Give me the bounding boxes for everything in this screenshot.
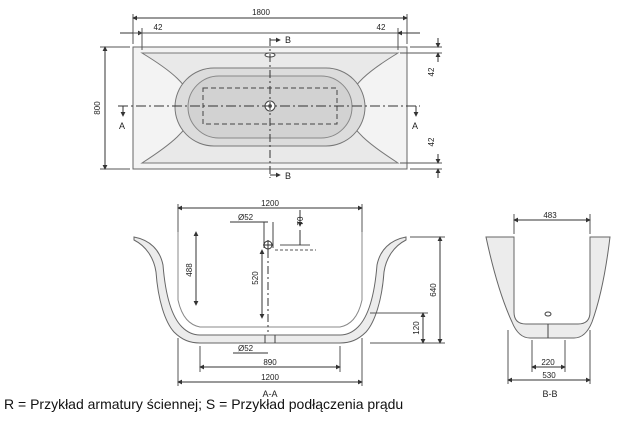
section-a-left-label: A bbox=[119, 121, 125, 131]
section-b-title: B-B bbox=[542, 389, 557, 399]
section-b-labels: 483 220 530 B-B bbox=[541, 211, 557, 399]
section-a-right-label: A bbox=[412, 121, 418, 131]
dim-800-label: 800 bbox=[93, 101, 102, 115]
drain-diameter-top-label: Ø52 bbox=[238, 213, 254, 222]
dim-1200-top-label: 1200 bbox=[261, 199, 279, 208]
section-b-top-label: B bbox=[285, 35, 291, 45]
dim-520-label: 520 bbox=[251, 271, 260, 285]
section-a-title: A-A bbox=[262, 389, 277, 399]
drain-diameter-bottom-label: Ø52 bbox=[238, 344, 254, 353]
dim-1800-label: 1800 bbox=[252, 8, 270, 17]
dim-890-label: 890 bbox=[263, 358, 277, 367]
dim-120-label: 120 bbox=[412, 321, 421, 335]
section-b-view bbox=[485, 214, 611, 384]
top-view-labels: 1800 42 42 800 42 42 B B A A bbox=[93, 8, 436, 181]
tub-section-b-shape bbox=[485, 236, 611, 339]
dim-640-label: 640 bbox=[429, 283, 438, 297]
dim-530-label: 530 bbox=[542, 371, 556, 380]
dim-42-top-side-label: 42 bbox=[427, 67, 436, 76]
legend-caption: R = Przykład armatury ściennej; S = Przy… bbox=[4, 396, 404, 412]
dim-483-label: 483 bbox=[543, 211, 557, 220]
section-a-view bbox=[133, 204, 445, 386]
dim-42-bottom-side-label: 42 bbox=[427, 137, 436, 146]
top-view bbox=[100, 14, 442, 178]
dim-42-right-label: 42 bbox=[377, 23, 386, 32]
section-a-labels: 1200 Ø52 70 488 520 640 120 Ø52 890 1200… bbox=[185, 199, 438, 399]
dim-70-label: 70 bbox=[296, 216, 305, 225]
dim-1200-bottom-label: 1200 bbox=[261, 373, 279, 382]
tub-section-a-shape bbox=[133, 236, 407, 344]
dim-220-label: 220 bbox=[541, 358, 555, 367]
dim-42-left-label: 42 bbox=[154, 23, 163, 32]
section-b-bottom-label: B bbox=[285, 171, 291, 181]
dim-488-label: 488 bbox=[185, 263, 194, 277]
